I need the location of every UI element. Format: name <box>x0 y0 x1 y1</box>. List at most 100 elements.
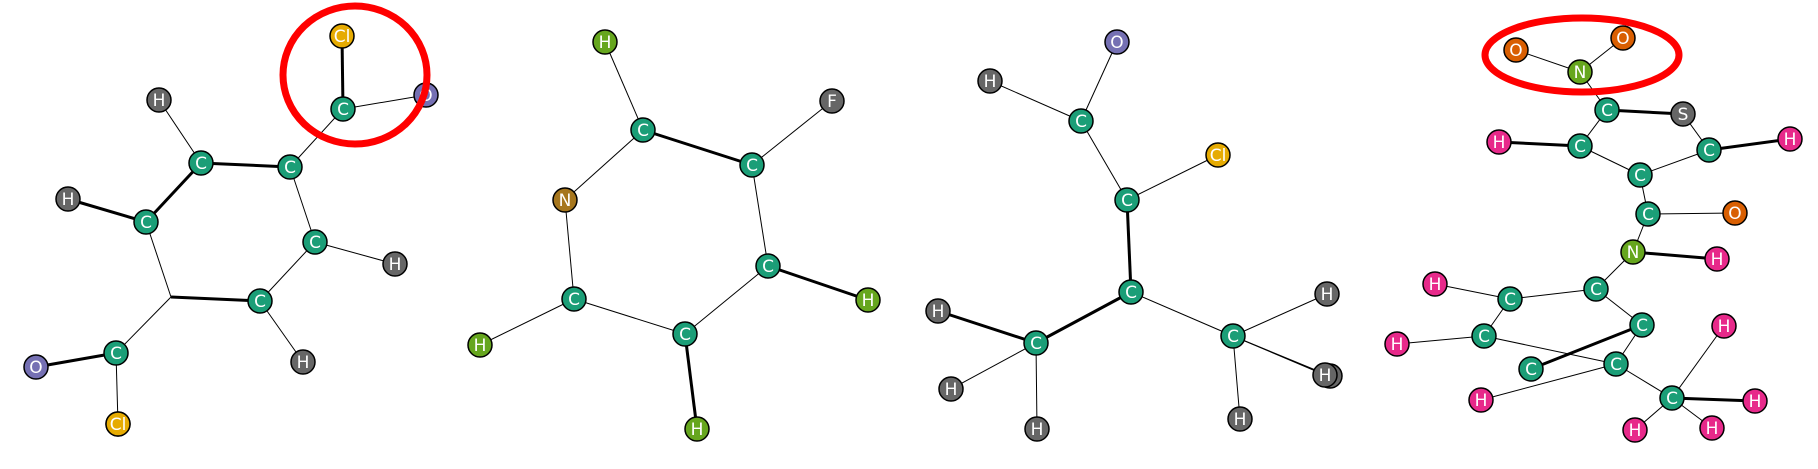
atom-circle <box>1518 356 1544 382</box>
atom-circle <box>1471 323 1497 349</box>
atom-label: C <box>1504 290 1516 310</box>
atom-label: C <box>679 325 691 345</box>
atom-circle <box>630 117 656 143</box>
molecule-3-atom-h: H <box>938 376 964 402</box>
atom-label: Cl <box>334 27 351 47</box>
atom-circle <box>684 416 710 442</box>
atom-circle <box>1503 37 1529 63</box>
molecule-4-atom-c: C <box>1583 276 1609 302</box>
atom-label: S <box>1678 105 1689 125</box>
molecule-2-bond <box>767 264 869 302</box>
molecule-2-atom-n: N <box>552 187 578 213</box>
molecule-1-bond <box>170 295 261 303</box>
molecule-2-bond <box>751 100 833 166</box>
atom-label: H <box>297 353 310 373</box>
atom-circle <box>1635 201 1661 227</box>
molecule-3-atom-h: H <box>1312 362 1338 388</box>
molecule-1-atom-c: C <box>277 154 303 180</box>
atom-circle <box>1711 313 1737 339</box>
molecule-4-atom-h: H <box>1422 271 1448 297</box>
molecule-2-bond <box>683 333 699 430</box>
molecule-1-atom-c: C <box>302 229 328 255</box>
molecule-2-atom-c: C <box>739 152 765 178</box>
molecule-3-atom-o: O <box>1104 29 1130 55</box>
molecule-2-bond <box>684 265 769 335</box>
atom-circle <box>977 68 1003 94</box>
atom-label: C <box>254 292 266 312</box>
atom-circle <box>1104 29 1130 55</box>
atom-circle <box>1024 416 1050 442</box>
atom-circle <box>1468 387 1494 413</box>
atom-label: C <box>1574 137 1586 157</box>
atom-circle <box>1696 137 1722 163</box>
molecule-4-atom-c: C <box>1567 133 1593 159</box>
atom-circle <box>755 253 781 279</box>
atom-label: C <box>284 158 296 178</box>
atom-label: C <box>1075 112 1087 132</box>
atom-label: H <box>62 190 75 210</box>
atom-label: C <box>1030 334 1042 354</box>
molecule-3-bond <box>1035 342 1038 430</box>
molecule-3-atom-h: H <box>1024 416 1050 442</box>
molecule-1-bond <box>145 221 172 298</box>
atom-label: H <box>691 420 704 440</box>
molecule-4-atom-h: H <box>1742 388 1768 414</box>
molecule-3-atom-c: C <box>1220 323 1246 349</box>
atom-label: C <box>637 121 649 141</box>
molecule-2-atom-c: C <box>561 286 587 312</box>
atom-circle <box>188 150 214 176</box>
atom-circle <box>1620 239 1646 265</box>
molecule-1-bond <box>289 166 316 243</box>
molecule-2-bond <box>564 199 575 300</box>
molecule-3-bond <box>950 342 1037 390</box>
atom-label: C <box>140 213 152 233</box>
molecule-1-atom-c: C <box>330 96 356 122</box>
atom-label: H <box>862 291 875 311</box>
molecule-1-atom-h: H <box>290 349 316 375</box>
molecule-3-bond <box>1080 41 1118 122</box>
atom-circle <box>23 354 49 380</box>
molecule-1-bond <box>259 241 316 302</box>
atom-circle <box>1314 281 1340 307</box>
molecule-2-atom-c: C <box>630 117 656 143</box>
atom-label: O <box>1616 29 1629 49</box>
molecule-2-bond <box>751 164 769 267</box>
molecule-1-atom-c: C <box>133 209 159 235</box>
molecule-2-atom-h: H <box>467 332 493 358</box>
atom-label: H <box>474 336 487 356</box>
atom-label: C <box>1703 141 1715 161</box>
molecule-1-atom-cl: Cl <box>105 411 131 437</box>
molecule-4-atom-c: C <box>1594 97 1620 123</box>
atom-circle <box>938 376 964 402</box>
molecule-4-bond <box>1671 396 1756 403</box>
atom-circle <box>467 332 493 358</box>
atom-label: H <box>984 72 997 92</box>
molecule-2-bond <box>642 128 753 167</box>
atom-circle <box>302 229 328 255</box>
molecule-3-atom-h: H <box>1314 281 1340 307</box>
molecule-2-bond <box>479 298 575 346</box>
atom-label: H <box>1711 250 1724 270</box>
molecule-3-atom-cl: Cl <box>1205 142 1231 168</box>
atom-label: H <box>599 33 612 53</box>
atom-circle <box>290 349 316 375</box>
atom-label: H <box>1629 421 1642 441</box>
atom-circle <box>247 288 273 314</box>
atom-circle <box>1622 417 1648 443</box>
atom-label: Cl <box>110 415 127 435</box>
molecule-3-bond <box>1125 199 1133 293</box>
molecule-4-bond <box>1509 288 1597 300</box>
atom-label: N <box>1627 243 1640 263</box>
atom-label: N <box>559 191 572 211</box>
atom-label: H <box>1706 419 1719 439</box>
atom-label: H <box>153 91 166 111</box>
atom-label: C <box>195 154 207 174</box>
atom-label: C <box>1636 316 1648 336</box>
molecule-4-bond <box>1530 323 1643 371</box>
atom-circle <box>855 287 881 313</box>
atom-circle <box>1627 162 1653 188</box>
molecule-4-bond <box>1396 335 1485 345</box>
molecule-4-atom-h: H <box>1622 417 1648 443</box>
atom-circle <box>592 29 618 55</box>
molecule-3-atom-c: C <box>1068 108 1094 134</box>
